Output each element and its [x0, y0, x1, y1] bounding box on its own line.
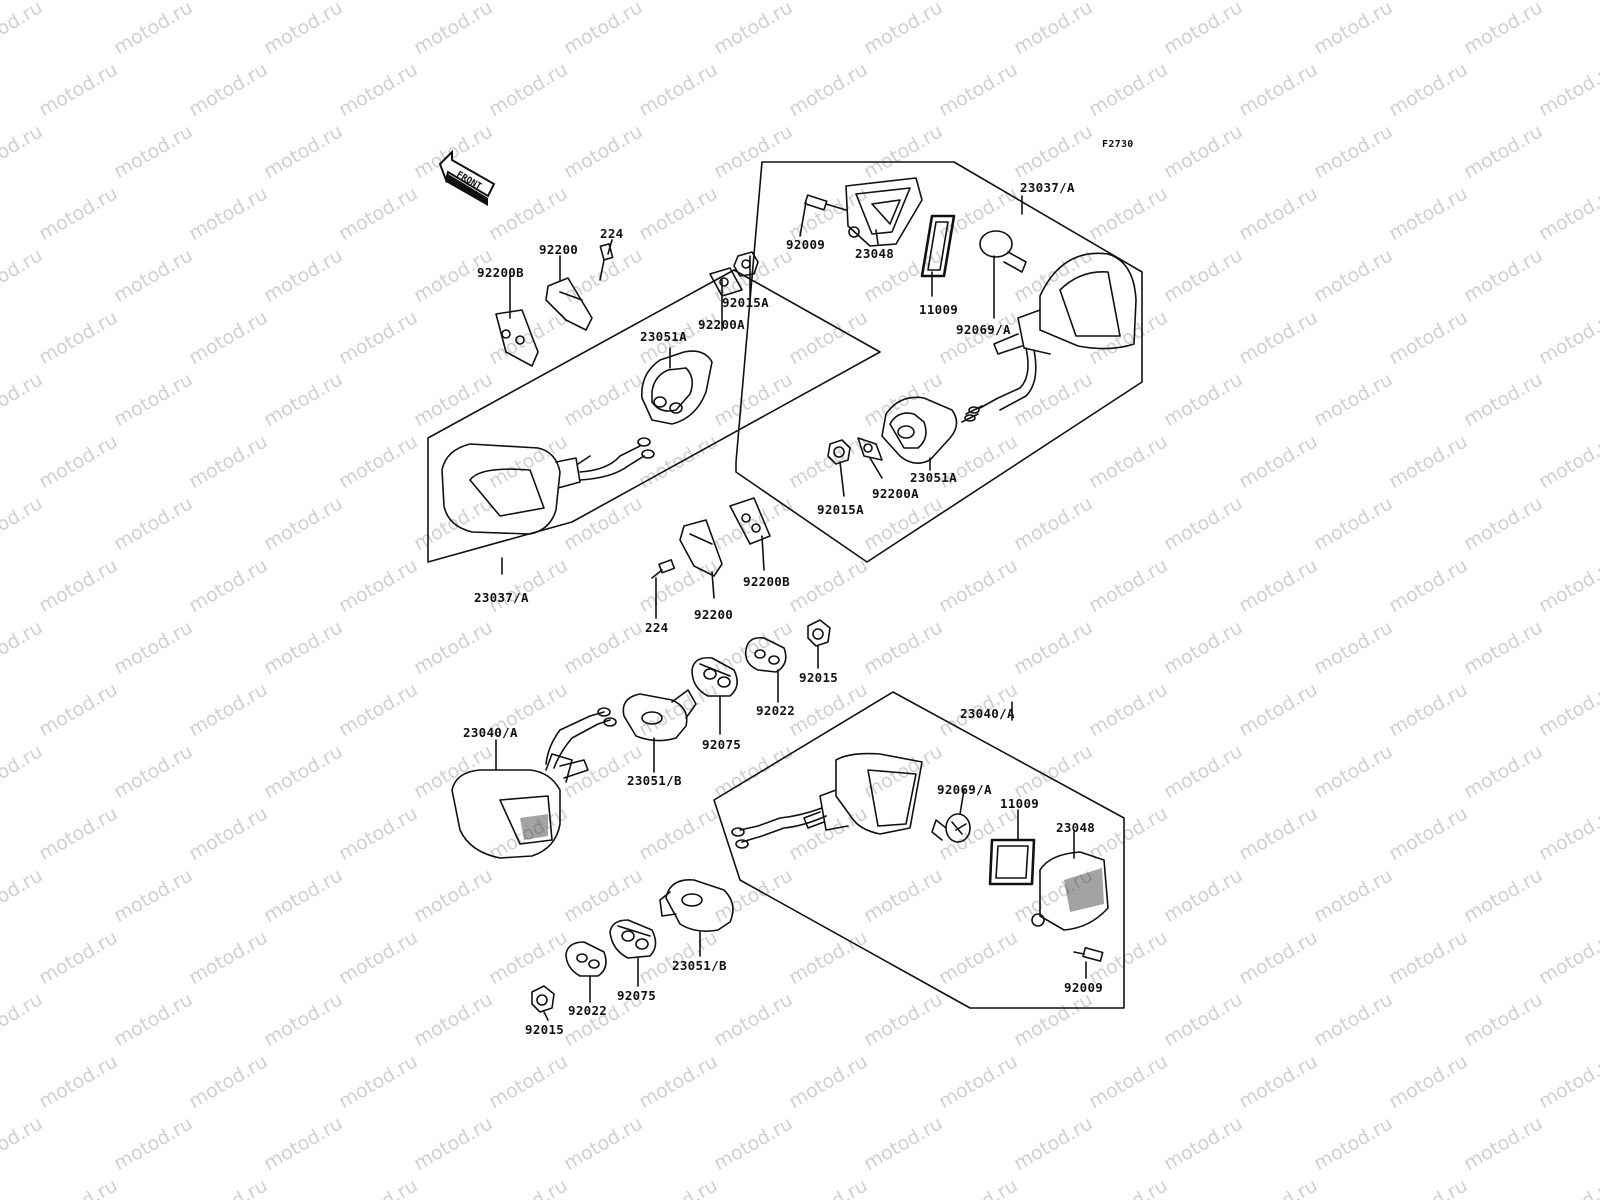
part-label-23037-right[interactable]: 23037/A [1020, 180, 1075, 195]
part-label-23051A[interactable]: 23051A [640, 329, 687, 344]
bracket-92200B-top [495, 309, 539, 367]
part-label-23051B-bot[interactable]: 23051/B [672, 958, 727, 973]
screw-92009-bot [1073, 947, 1104, 962]
washer-92022-mid [744, 636, 787, 673]
cushion-92075-bot [609, 919, 657, 959]
part-label-92069[interactable]: 92069/A [956, 322, 1011, 337]
signal-housing-left [441, 437, 655, 535]
part-label-23051A-right[interactable]: 23051A [910, 470, 957, 485]
grommet-23051B-mid [622, 689, 697, 742]
part-label-92022-mid[interactable]: 92022 [756, 703, 796, 718]
part-label-92200A-right[interactable]: 92200A [872, 486, 919, 501]
part-label-92200B[interactable]: 92200B [477, 265, 524, 280]
lens-23048-bot [1031, 851, 1109, 931]
part-label-11009[interactable]: 11009 [919, 302, 959, 317]
nut-92015A-right [827, 439, 851, 465]
part-label-224[interactable]: 224 [600, 226, 624, 241]
nut-92015A-top [733, 251, 759, 277]
part-label-92015-mid[interactable]: 92015 [799, 670, 839, 685]
part-label-224-mid[interactable]: 224 [645, 620, 669, 635]
part-label-92015A-right[interactable]: 92015A [817, 502, 864, 517]
part-label-92200B-mid[interactable]: 92200B [743, 574, 790, 589]
part-label-92200A[interactable]: 92200A [698, 317, 745, 332]
screw-224-top [599, 243, 614, 281]
part-label-92069-bot[interactable]: 92069/A [937, 782, 992, 797]
part-label-23037-left[interactable]: 23037/A [474, 590, 529, 605]
cushion-92075-mid [691, 656, 738, 697]
grommet-23051A-right [881, 396, 958, 464]
grommet-23051A-top [641, 350, 713, 425]
group-box-rear-left-signal [713, 691, 1125, 1009]
signal-housing-rear-left [451, 707, 617, 859]
part-label-92075-mid[interactable]: 92075 [702, 737, 742, 752]
signal-housing-right [979, 252, 1137, 411]
bulb-92069-bot [931, 813, 971, 843]
part-label-92200[interactable]: 92200 [539, 242, 579, 257]
nut-92015-bot [531, 985, 555, 1013]
washer-92022-bot [565, 941, 607, 977]
gasket-11009-top [920, 214, 956, 278]
part-label-23040-left[interactable]: 23040/A [463, 725, 518, 740]
bracket-92200-mid [679, 519, 723, 577]
connector-pins-right [961, 405, 983, 423]
part-label-23048-bot[interactable]: 23048 [1056, 820, 1096, 835]
washer-92200A-top [709, 267, 743, 297]
gasket-11009-bot [988, 838, 1036, 886]
part-label-92022-bot[interactable]: 92022 [568, 1003, 608, 1018]
front-direction-arrow-icon: FRONT [438, 150, 496, 206]
washer-92200A-right [857, 437, 883, 461]
bracket-92200B-mid [729, 497, 771, 545]
screw-92009-top [804, 194, 847, 211]
bulb-92069-top [979, 230, 1027, 273]
part-label-92009-bot[interactable]: 92009 [1064, 980, 1104, 995]
part-label-92009[interactable]: 92009 [786, 237, 826, 252]
screw-224-mid [651, 559, 676, 579]
part-label-92015-bot[interactable]: 92015 [525, 1022, 565, 1037]
part-label-92200-mid[interactable]: 92200 [694, 607, 734, 622]
nut-92015-mid [807, 619, 831, 647]
group-box-front-left-signal [427, 269, 881, 563]
figure-code: F2730 [1102, 139, 1134, 150]
lens-23048-top [845, 177, 923, 247]
part-label-23048[interactable]: 23048 [855, 246, 895, 261]
grommet-23051B-bot [659, 879, 734, 932]
signal-housing-rear-right [731, 752, 923, 849]
part-label-11009-bot[interactable]: 11009 [1000, 796, 1040, 811]
part-label-92075-bot[interactable]: 92075 [617, 988, 657, 1003]
part-label-92015A[interactable]: 92015A [722, 295, 769, 310]
part-label-23040-right[interactable]: 23040/A [960, 706, 1015, 721]
group-box-front-right-signal [735, 161, 1143, 563]
bracket-92200-top [545, 277, 593, 331]
part-label-23051B-mid[interactable]: 23051/B [627, 773, 682, 788]
leader-lines [495, 195, 1087, 1021]
